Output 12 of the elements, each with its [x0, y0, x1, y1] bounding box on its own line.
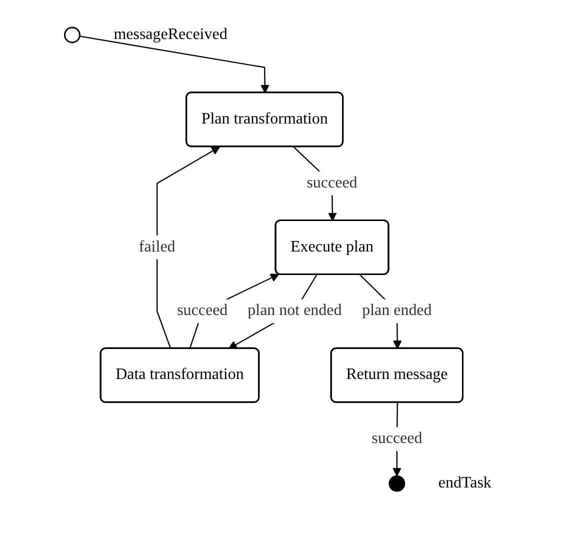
node-circle — [64, 26, 80, 44]
edge-label: plan not ended — [248, 302, 342, 320]
edge-label: succeed — [372, 430, 422, 448]
node-circle — [388, 475, 406, 492]
edge-label: succeed — [177, 302, 228, 320]
edge-label: failed — [138, 238, 176, 256]
arrow — [156, 146, 220, 349]
edge-label: succeed — [306, 174, 358, 192]
node-label: messageReceived — [114, 26, 228, 43]
arrow — [80, 36, 270, 94]
node-label: endTask — [438, 474, 492, 492]
edge-label: plan ended — [362, 302, 432, 320]
